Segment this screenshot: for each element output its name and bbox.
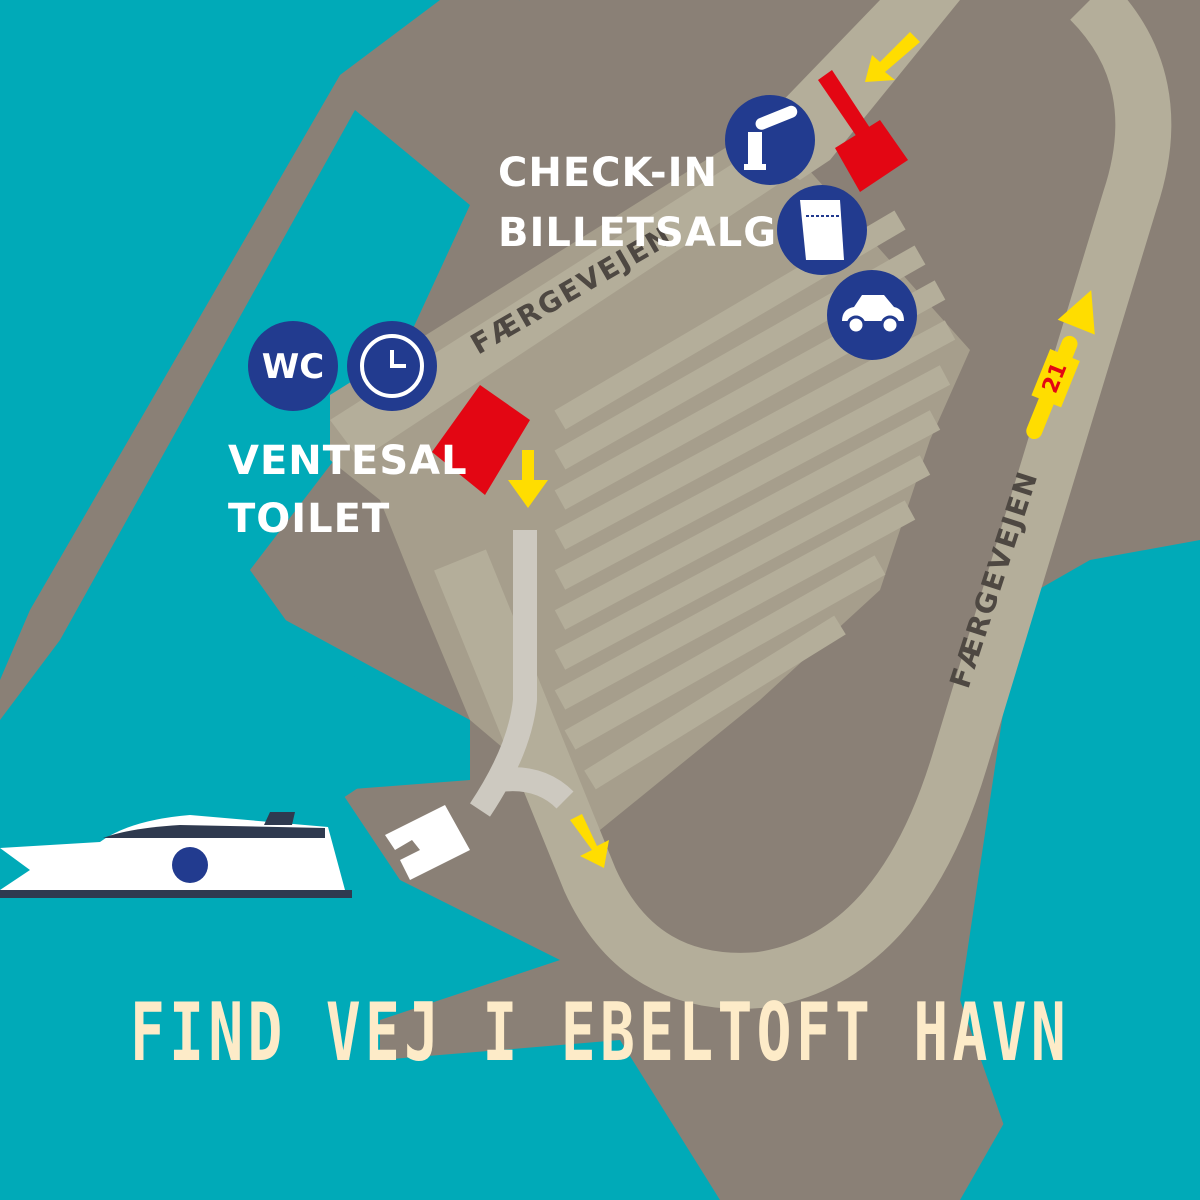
wc-icon: WC — [248, 321, 338, 411]
road-faergevejen-north — [330, 140, 800, 460]
car-icon — [827, 270, 917, 360]
arrow-entry-icon — [865, 32, 920, 82]
route-21-sign: 21 — [1026, 290, 1095, 440]
ferry-icon — [0, 812, 352, 898]
checkin-building — [818, 70, 908, 192]
breakwater — [0, 0, 520, 720]
arrow-exit-icon — [570, 814, 609, 868]
ferry-dock — [385, 805, 470, 880]
waiting-room-label: VENTESAL — [228, 438, 468, 484]
wc-text: WC — [262, 347, 324, 387]
clock-icon — [347, 321, 437, 411]
ticket-sales-label: BILLETSALG — [498, 210, 777, 256]
checkin-label: CHECK-IN — [498, 150, 718, 196]
arrow-down-icon — [508, 450, 548, 508]
barrier-gate-icon — [725, 95, 815, 185]
water-south — [400, 1090, 640, 1200]
toilet-label: TOILET — [228, 496, 390, 542]
waiting-room-building — [432, 385, 530, 495]
road-faergevejen-east — [434, 0, 1172, 1009]
map-title: FIND VEJ I EBELTOFT HAVN — [130, 986, 1070, 1079]
walkway — [470, 530, 574, 817]
water-southeast — [960, 950, 1200, 1200]
arrows — [508, 32, 920, 868]
ticket-icon — [777, 185, 867, 275]
